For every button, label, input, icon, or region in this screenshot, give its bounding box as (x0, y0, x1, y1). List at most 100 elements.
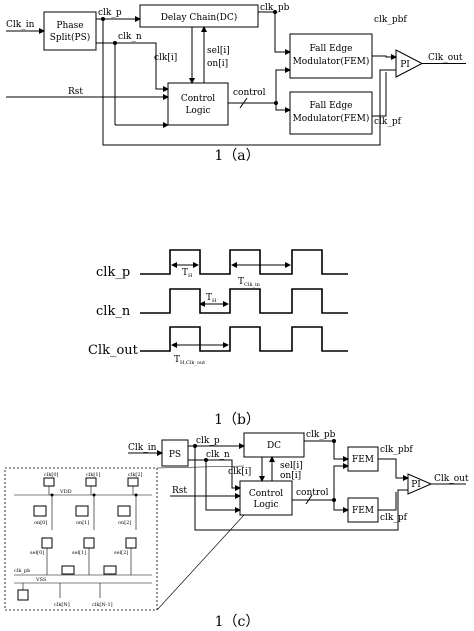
inset-gate-0 (43, 477, 55, 487)
wire-clkpb-fem-c (304, 440, 349, 462)
clkp-label-b: clk_p (96, 265, 130, 280)
wire-clkn-cl-a (96, 42, 169, 92)
pi-block (395, 49, 424, 78)
clkpf-label-a: clk_pf (374, 117, 402, 127)
clkpb-label-a: clk_pb (260, 3, 290, 13)
inset-on2: on[2] (118, 520, 131, 526)
inset-on1: on[1] (76, 520, 89, 526)
clkpb-label-c: clk_pb (306, 430, 336, 440)
inset-schematic: clk[0] clk[1] clk[2] VDD on[0] on[1] on[… (14, 472, 152, 608)
inset-sel2: sel[2] (114, 550, 128, 556)
inset-link-bottom (156, 514, 245, 611)
clkn-label-c: clk_n (206, 450, 230, 460)
ps-label-c: PS (169, 450, 181, 460)
caption-b: 1（b） (214, 412, 260, 428)
control-logic-block (167, 82, 229, 126)
wire-clkp-bottom-c (194, 446, 408, 531)
oni-label-c: on[i] (280, 471, 301, 481)
inset-gate-2 (127, 477, 139, 487)
clk-in-label-a: Clk_in (6, 20, 35, 30)
inset-drops (46, 548, 132, 575)
dc-label-c: DC (267, 441, 281, 451)
inset-columns (51, 495, 137, 530)
tclk-label: TClk_in (238, 277, 261, 288)
dc-block-c (243, 432, 305, 458)
clki-label-a: clk[i] (154, 53, 177, 63)
clkout-waveform (140, 326, 348, 352)
wire-clkpb-fem-a (258, 11, 291, 55)
clkpbf-label-c: clk_pbf (380, 445, 413, 455)
oni-label-a: on[i] (207, 59, 228, 69)
fem-bot-label-2: Modulator(FEM) (293, 113, 370, 124)
inset-clk1: clk[1] (86, 472, 101, 478)
clkout-label-c: Clk_out (434, 474, 469, 484)
wire-pf-pi-c (378, 492, 397, 511)
ps-block-c (161, 439, 189, 467)
caption-c: 1（c） (215, 614, 260, 630)
clkn-waveform (140, 288, 348, 314)
caption-a: 1（a） (214, 148, 259, 164)
inset-gate-1 (85, 477, 97, 487)
inset-gate-stubs (48, 486, 134, 495)
clkn-label-a: clk_n (118, 32, 142, 42)
th-label-1: TH (182, 268, 193, 279)
phase-split-block (43, 11, 97, 51)
inset-vss: VSS (35, 577, 47, 583)
clkout-label-b: Clk_out (88, 343, 139, 358)
th-label-2: TH (206, 293, 217, 304)
inset-bottom-stubs (22, 583, 101, 598)
clk-in-label-c: Clk_in (128, 443, 157, 453)
seli-label-a: sel[i] (207, 46, 230, 56)
pi-label-a: PI (400, 60, 410, 70)
clkpf-label-c: clk_pf (380, 513, 408, 523)
inset-clkpb: clk_pb (14, 568, 30, 574)
wire-control-top-a (228, 67, 291, 104)
inset-clkN: clk[N] (54, 602, 70, 608)
inset-pmos-0 (41, 537, 53, 549)
cl-label-2c: Logic (253, 500, 278, 510)
clkpbf-label-a: clk_pbf (374, 15, 407, 25)
wire-clkn-cl-c (188, 459, 241, 491)
cl-label-1c: Control (249, 489, 283, 499)
inset-pmos-1 (83, 537, 95, 549)
inset-link-top (156, 465, 245, 469)
control-label-a: control (233, 88, 266, 98)
seli-label-c: sel[i] (280, 461, 303, 471)
inset-and-2 (117, 505, 131, 517)
fem-top-label-1: Fall Edge (309, 44, 352, 54)
clkout-label-a: Clk_out (428, 53, 463, 63)
wire-control-bot-a (275, 103, 291, 113)
wire-clkn-cl2-c (205, 460, 241, 513)
clki-label-c: clk[i] (228, 467, 251, 477)
fem-top-block (289, 33, 373, 79)
inset-and-1 (75, 505, 89, 517)
bus-slash-c (305, 494, 313, 505)
inset-on0: on[0] (34, 520, 47, 526)
figure-c: clk[0] clk[1] clk[2] VDD on[0] on[1] on[… (4, 430, 469, 630)
thout-label: TH,Clk_out (174, 355, 205, 366)
ps-label-1: Phase (56, 21, 83, 31)
ps-label-2: Split(PS) (50, 32, 91, 43)
inset-clk0: clk[0] (44, 472, 59, 478)
bus-slash-a (239, 97, 248, 109)
control-label-c: control (296, 488, 329, 498)
inset-tx-n (17, 589, 29, 601)
cl-label-1a: Control (181, 94, 215, 104)
cl-label-2a: Logic (185, 106, 210, 116)
inset-clk2: clk[2] (128, 472, 143, 478)
rst-label-c: Rst (172, 486, 187, 496)
figure-b: clk_p clk_n Clk_out TH TClk_in TH TH,Clk… (88, 249, 348, 428)
wire-pbf-pi-a (372, 54, 397, 60)
clkn-label-b: clk_n (96, 304, 131, 319)
wire-clkp-bottom-a (102, 19, 396, 146)
pi-block-c (407, 473, 433, 495)
inset-sel0: sel[0] (30, 550, 44, 556)
inset-buf-2 (103, 565, 117, 575)
inset-vdd: VDD (59, 489, 72, 495)
fem-bottom-block (289, 91, 373, 135)
clkp-label-c: clk_p (196, 436, 220, 446)
wire-control-top-c (292, 463, 349, 501)
wire-pf-pi-a (372, 72, 387, 117)
pi-label-c: PI (411, 480, 421, 490)
